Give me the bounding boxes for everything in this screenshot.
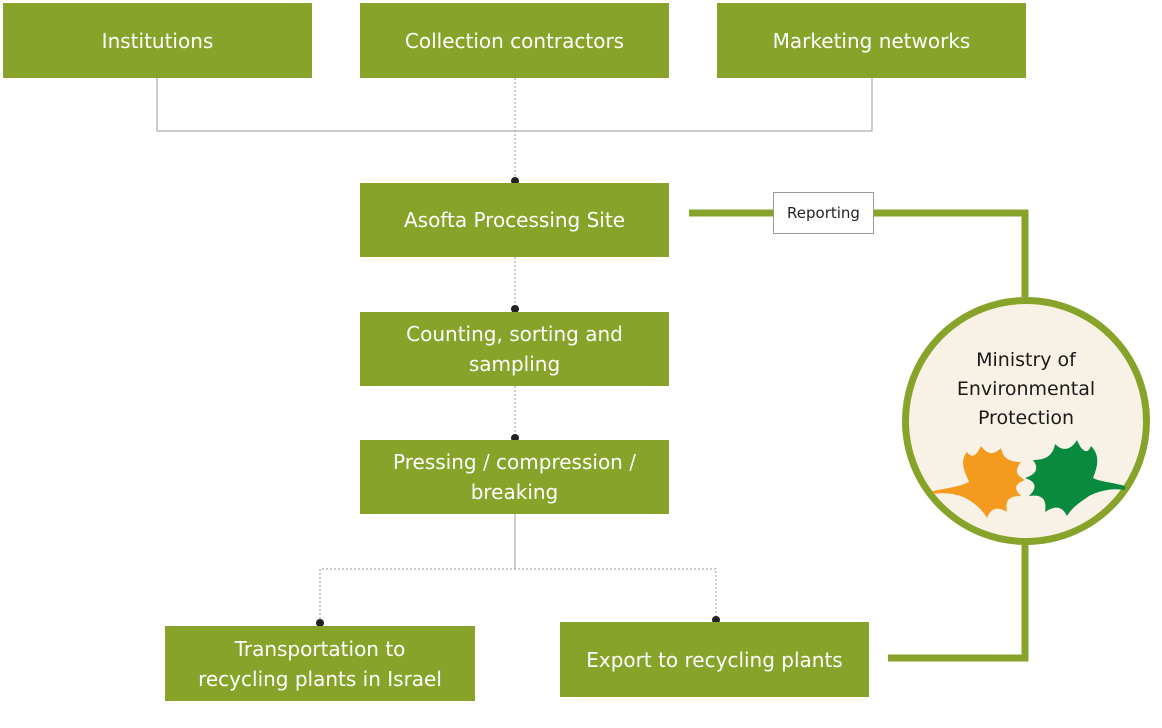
- collection-contractors-box: Collection contractors: [360, 3, 669, 78]
- green-leaf-icon: [1025, 440, 1125, 516]
- institutions-box: Institutions: [3, 3, 312, 78]
- export-box: Export to recycling plants: [560, 622, 869, 697]
- transportation-box: Transportation to recycling plants in Is…: [165, 626, 475, 701]
- ministry-circle: Ministry of Environmental Protection: [902, 297, 1150, 545]
- reporting-tag: Reporting: [773, 192, 874, 234]
- processing-site-label: Asofta Processing Site: [403, 208, 626, 232]
- processing-site-box: Asofta Processing Site: [360, 183, 669, 257]
- reporting-label: Reporting: [787, 204, 860, 222]
- orange-leaf-icon: [933, 446, 1025, 518]
- collection-contractors-label: Collection contractors: [404, 28, 625, 53]
- pressing-box: Pressing / compression / breaking: [360, 440, 669, 514]
- marketing-networks-label: Marketing networks: [772, 28, 971, 53]
- pressing-label: Pressing / compression / breaking: [393, 450, 636, 504]
- counting-sorting-label: Counting, sorting and sampling: [406, 322, 623, 376]
- leaves-logo-icon: [933, 440, 1125, 518]
- institutions-label: Institutions: [101, 28, 214, 53]
- export-label: Export to recycling plants: [586, 647, 843, 672]
- ministry-label: Ministry of Environmental Protection: [956, 349, 1096, 429]
- marketing-networks-box: Marketing networks: [717, 3, 1026, 78]
- counting-sorting-box: Counting, sorting and sampling: [360, 312, 669, 386]
- transportation-label: Transportation to recycling plants in Is…: [198, 636, 442, 691]
